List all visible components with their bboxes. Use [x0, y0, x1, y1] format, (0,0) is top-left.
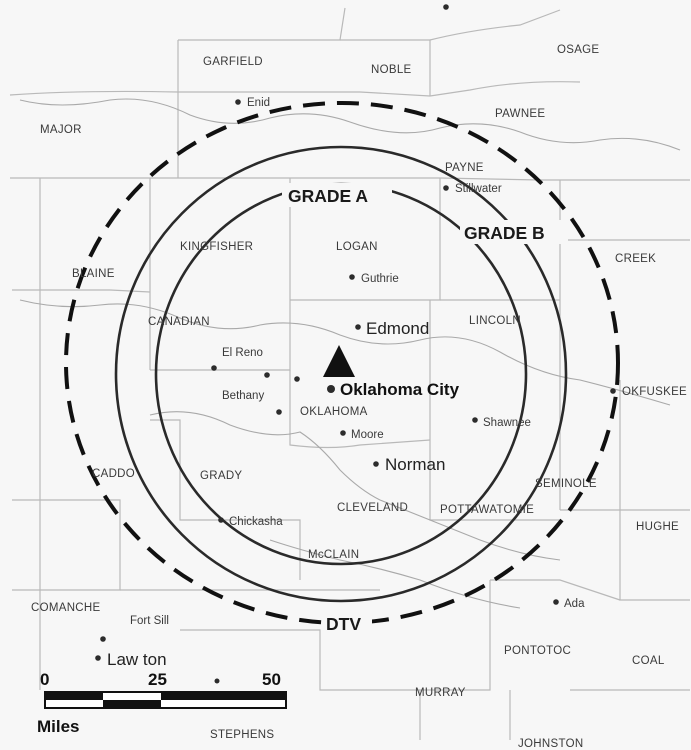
- city-oklahoma-city: Oklahoma City: [340, 380, 460, 399]
- county-murray: MURRAY: [415, 687, 466, 699]
- county-logan: LOGAN: [336, 241, 378, 253]
- county-noble: NOBLE: [371, 64, 412, 76]
- city-ada: Ada: [564, 598, 585, 610]
- city-el-reno: El Reno: [222, 347, 263, 359]
- county-seminole: SEMINOLE: [535, 478, 597, 490]
- transmitter-triangle-icon: [323, 345, 355, 377]
- county-kingfisher: KINGFISHER: [180, 241, 253, 253]
- grade-b-label: GRADE B: [464, 223, 545, 243]
- scale-unit-label: Miles: [37, 717, 80, 736]
- county-payne: PAYNE: [445, 162, 484, 174]
- county-johnston: JOHNSTON: [518, 738, 583, 750]
- county-labels: GARFIELD NOBLE OSAGE PAWNEE MAJOR PAYNE …: [31, 44, 687, 750]
- grade-a-label: GRADE A: [288, 186, 368, 206]
- city-labels: Enid Stillwater Guthrie Edmond El Reno B…: [107, 97, 585, 669]
- city-shawnee: Shawnee: [483, 417, 531, 429]
- county-cleveland: CLEVELAND: [337, 502, 408, 514]
- city-norman: Norman: [385, 455, 445, 474]
- city-stillwater: Stillwater: [455, 183, 502, 195]
- county-grady: GRADY: [200, 470, 242, 482]
- rivers: [19, 98, 681, 609]
- county-caddo: CADDO: [92, 468, 135, 480]
- grade-b-contour: [114, 145, 568, 603]
- scale-tick-25: 25: [148, 670, 167, 689]
- city-chickasha: Chickasha: [229, 516, 283, 528]
- county-okfuskee: OKFUSKEE: [622, 386, 687, 398]
- county-canadian: CANADIAN: [148, 316, 210, 328]
- county-comanche: COMANCHE: [31, 602, 101, 614]
- city-fort-sill: Fort Sill: [130, 615, 169, 627]
- county-oklahoma: OKLAHOMA: [300, 406, 368, 418]
- county-mcclain: McCLAIN: [308, 549, 359, 561]
- county-lincoln: LINCOLN: [469, 315, 521, 327]
- city-markers: [95, 4, 616, 661]
- scale-tick-50: 50: [262, 670, 281, 689]
- county-creek: CREEK: [615, 253, 656, 265]
- county-pottawatomie: POTTAWATOMIE: [440, 504, 534, 516]
- city-guthrie: Guthrie: [361, 273, 399, 285]
- city-lawton: Law ton: [107, 650, 167, 669]
- county-stephens: STEPHENS: [210, 729, 274, 741]
- county-osage: OSAGE: [557, 44, 599, 56]
- county-blaine: BLAINE: [72, 268, 115, 280]
- county-pontotoc: PONTOTOC: [504, 645, 571, 657]
- scale-bar: 0 25 50 Miles: [37, 670, 287, 736]
- city-enid: Enid: [247, 97, 270, 109]
- city-edmond: Edmond: [366, 319, 429, 338]
- dtv-label: DTV: [326, 614, 361, 634]
- county-garfield: GARFIELD: [203, 56, 263, 68]
- city-moore: Moore: [351, 429, 384, 441]
- county-major: MAJOR: [40, 124, 82, 136]
- county-hughes: HUGHE: [636, 521, 679, 533]
- county-coal: COAL: [632, 655, 665, 667]
- county-pawnee: PAWNEE: [495, 108, 545, 120]
- city-bethany: Bethany: [222, 390, 264, 402]
- scale-tick-0: 0: [40, 670, 49, 689]
